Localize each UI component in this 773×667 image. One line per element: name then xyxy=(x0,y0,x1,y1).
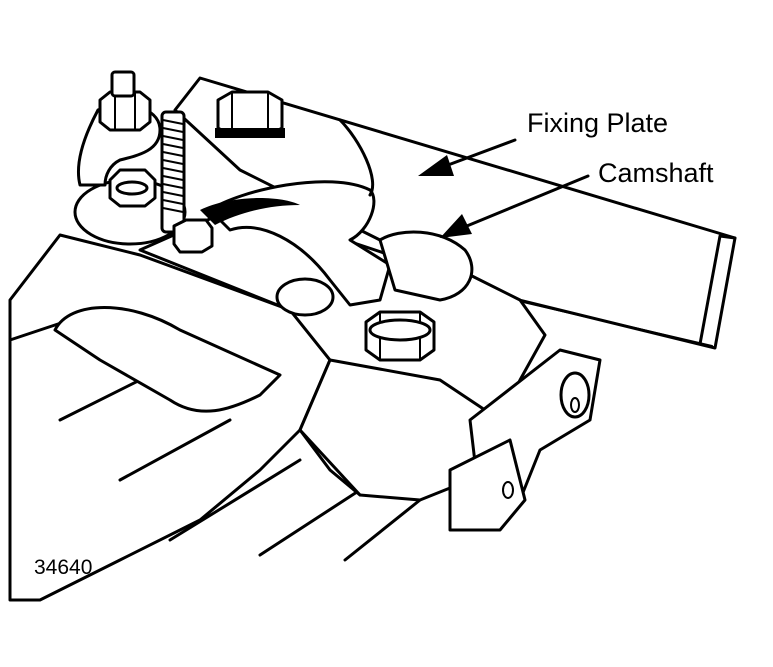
figure-number: 34640 xyxy=(34,556,92,579)
fixing-plate-label: Fixing Plate xyxy=(527,108,668,138)
rocker-arm xyxy=(200,118,392,307)
cap-bolt-lower xyxy=(364,310,436,362)
camshaft xyxy=(378,230,474,302)
camshaft-arrow xyxy=(440,174,590,238)
plate-bolt-upper xyxy=(215,90,285,138)
cylinder-head xyxy=(8,208,602,602)
fixing-plate-arrow xyxy=(418,138,517,176)
camshaft-label: Camshaft xyxy=(598,158,714,188)
locking-tool xyxy=(73,70,214,254)
